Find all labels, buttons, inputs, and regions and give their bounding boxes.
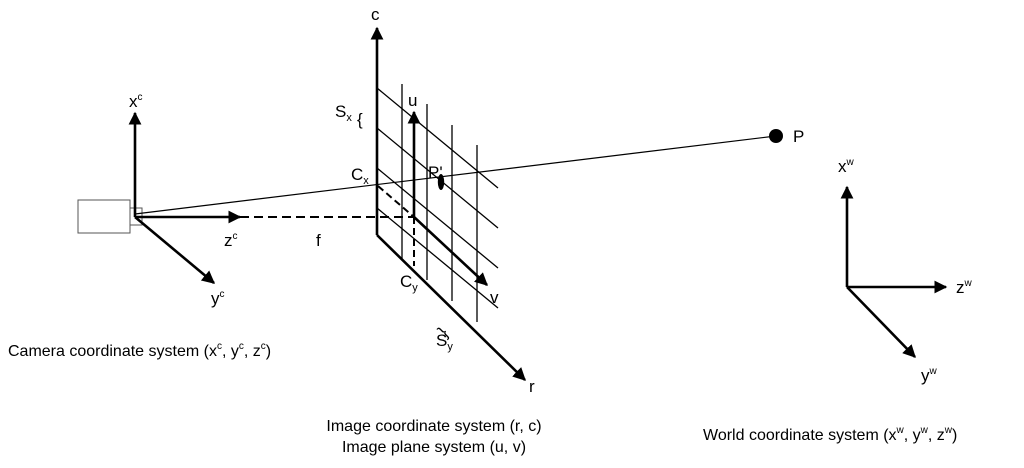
world-x-axis-label: xw (838, 157, 855, 176)
focal-length-label: f (316, 231, 321, 250)
camera-x-axis-label: xc (129, 92, 143, 111)
cx-label: Cx (351, 165, 369, 187)
sx-label: Sx (335, 102, 352, 124)
world-caption: World coordinate system (xw, yw, zw) (703, 425, 957, 444)
image-u-axis-label: u (408, 91, 417, 110)
image-plane-grid (376, 84, 499, 322)
world-point-label: P (793, 127, 804, 146)
world-y-axis-label: yw (921, 366, 938, 385)
sy-label: Sy (436, 331, 453, 353)
image-v-axis-label: v (490, 288, 499, 307)
image-r-axis (376, 234, 526, 381)
image-c-axis-label: c (371, 5, 380, 24)
camera-y-axis-label: yc (211, 289, 225, 308)
camera-caption: Camera coordinate system (xc, yc, zc) (8, 341, 271, 360)
camera-z-axis-label: zc (224, 231, 238, 250)
image-caption-line1: Image coordinate system (r, c) (326, 418, 541, 435)
cy-label: Cy (400, 272, 418, 294)
projected-point-label: P' (428, 163, 443, 182)
world-z-axis-label: zw (956, 278, 973, 297)
image-r-axis-label: r (529, 377, 535, 396)
camera-icon (77, 199, 143, 234)
projected-point-marker (437, 174, 445, 190)
camera-y-axis (134, 216, 215, 284)
projection-ray (134, 135, 777, 215)
image-v-axis (413, 216, 488, 286)
cx-diagonal-dash (377, 185, 415, 218)
image-caption-line2: Image plane system (u, v) (342, 439, 526, 456)
world-point-marker (769, 129, 783, 143)
world-y-axis (846, 286, 916, 358)
sx-brace: { (357, 110, 363, 129)
